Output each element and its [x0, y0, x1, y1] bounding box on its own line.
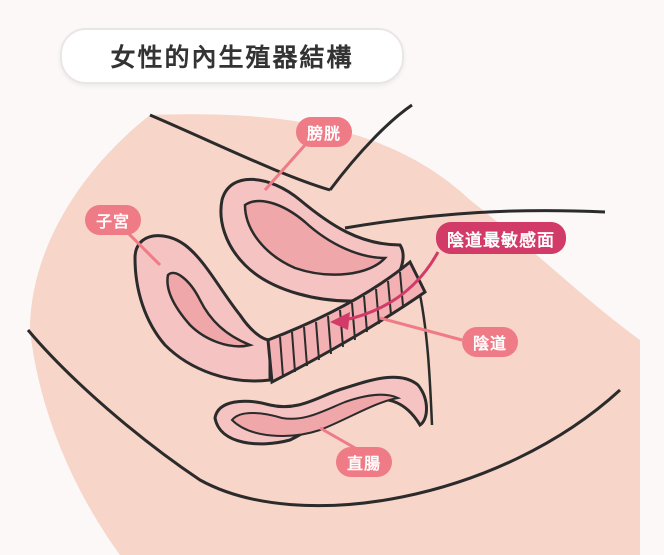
thigh-line: [344, 209, 606, 230]
sensitive-area-arrowhead: [330, 312, 350, 330]
belly-outline: [328, 103, 413, 191]
pubic-line: [416, 284, 434, 426]
label-uterus: 子宮: [85, 205, 142, 235]
uterus-leader: [123, 228, 162, 267]
label-vagina: 陰道: [462, 327, 519, 357]
buttock-outline: [26, 329, 622, 508]
label-sensitive-area: 陰道最敏感面: [436, 222, 566, 254]
rectum-inner: [230, 393, 402, 437]
label-rectum: 直腸: [336, 447, 393, 477]
vagina-leader: [379, 316, 463, 342]
vagina-ridges: [279, 271, 404, 378]
sensitive-area-arrow: [344, 251, 440, 322]
bladder-leader: [263, 144, 307, 191]
label-bladder: 膀胱: [296, 117, 353, 147]
back-outline: [149, 113, 331, 192]
diagram-title: 女性的內生殖器結構: [60, 28, 404, 84]
uterus-inner: [166, 271, 255, 348]
bladder-inner: [243, 199, 388, 276]
